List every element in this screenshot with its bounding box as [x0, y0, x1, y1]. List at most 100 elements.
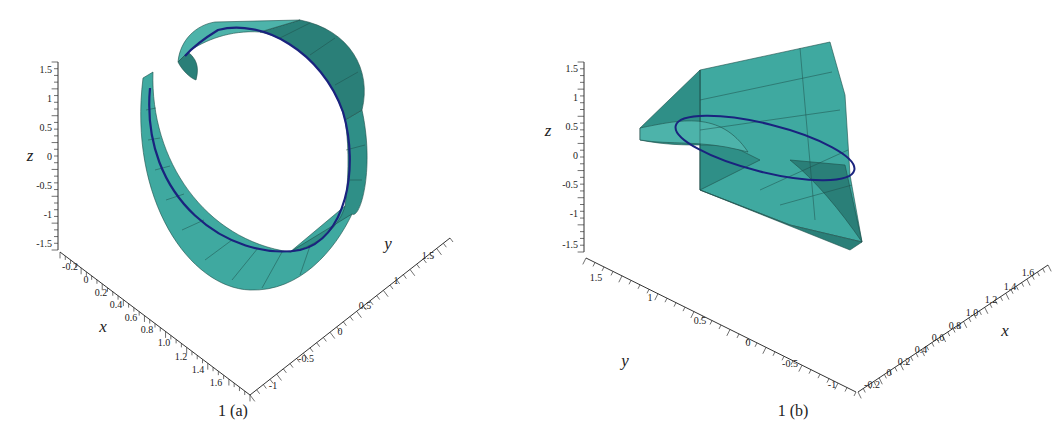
- tick-mark: [710, 321, 712, 325]
- tick-mark: [629, 280, 631, 284]
- tick-mark: [638, 285, 640, 289]
- tick-mark: [213, 367, 214, 371]
- tick-label: 1.0: [158, 338, 171, 348]
- tick-mark: [578, 197, 584, 198]
- tick-label: 1.4: [1004, 282, 1017, 292]
- tick-mark: [443, 243, 446, 247]
- tick-mark: [884, 374, 886, 378]
- tick-mark: [52, 223, 58, 224]
- tick-mark: [310, 348, 313, 352]
- tick-mark: [763, 347, 766, 353]
- tick-label: 1.6: [1022, 268, 1035, 278]
- tick-mark: [858, 392, 861, 398]
- tick-mark: [578, 224, 584, 225]
- tick-mark: [350, 317, 353, 321]
- tick-mark: [410, 269, 415, 275]
- tick-mark: [317, 343, 320, 347]
- tick-label: 0.5: [694, 316, 707, 326]
- tick-mark: [1001, 297, 1003, 301]
- tick-mark: [357, 311, 362, 317]
- axis-label: x: [1001, 322, 1009, 339]
- tick-label: 0.5: [359, 301, 372, 311]
- tick-label: 0.4: [915, 345, 928, 355]
- tick-label: 1.5: [422, 251, 435, 261]
- tick-mark: [580, 211, 584, 212]
- tick-mark: [580, 75, 584, 76]
- tick-mark: [580, 68, 584, 69]
- caption: 1 (a): [218, 403, 248, 419]
- tick-label: 0: [47, 152, 52, 162]
- tick-mark: [773, 352, 775, 356]
- tick-label: 0.8: [949, 321, 962, 331]
- tick-mark: [1048, 265, 1051, 271]
- tick-mark: [54, 102, 58, 103]
- tick-label: 1: [648, 293, 653, 303]
- tick-mark: [54, 82, 58, 83]
- tick-mark: [895, 367, 897, 371]
- tick-mark: [123, 300, 124, 306]
- tick-label: 0: [887, 368, 892, 378]
- tick-label: 0.2: [898, 357, 911, 367]
- axis-label: y: [384, 235, 392, 252]
- tick-mark: [390, 285, 393, 289]
- tick-mark: [580, 177, 584, 178]
- tick-mark: [149, 320, 150, 324]
- tick-mark: [683, 307, 685, 311]
- tick-mark: [1006, 293, 1009, 299]
- tick-mark: [52, 250, 58, 251]
- tick-mark: [54, 156, 58, 157]
- tick-mark: [417, 264, 420, 268]
- tick-mark: [755, 343, 757, 347]
- tick-mark: [176, 339, 177, 343]
- tick-mark: [54, 176, 58, 177]
- tick-mark: [228, 379, 229, 385]
- tick-mark: [799, 365, 802, 371]
- tick-mark: [1016, 286, 1018, 290]
- tick-mark: [54, 216, 58, 217]
- tick-mark: [52, 62, 58, 63]
- tick-mark: [54, 236, 58, 237]
- axis-label: z: [545, 122, 552, 139]
- tick-label: 0.4: [110, 300, 123, 310]
- tick-mark: [218, 371, 219, 375]
- tick-mark: [165, 331, 166, 337]
- tick-label: 0.2: [95, 288, 108, 298]
- tick-mark: [1027, 279, 1030, 285]
- tick-mark: [580, 157, 584, 158]
- tick-label: 0.5: [40, 123, 53, 133]
- tick-mark: [377, 296, 380, 300]
- tick-mark: [964, 321, 967, 327]
- axes: [52, 62, 1052, 401]
- tick-mark: [583, 258, 586, 264]
- tick-label: 1: [394, 276, 399, 286]
- tick-mark: [580, 109, 584, 110]
- tick-label: -1: [44, 210, 52, 220]
- tick-mark: [128, 304, 129, 308]
- tick-mark: [578, 143, 584, 144]
- tick-mark: [323, 337, 326, 341]
- tick-mark: [155, 324, 156, 328]
- tick-mark: [948, 332, 950, 336]
- tick-mark: [160, 327, 161, 331]
- tick-mark: [54, 95, 58, 96]
- tick-mark: [578, 62, 584, 63]
- tick-mark: [244, 391, 245, 395]
- tick-mark: [578, 170, 584, 171]
- tick-mark: [845, 388, 847, 392]
- tick-mark: [1022, 283, 1024, 287]
- tick-mark: [290, 364, 293, 368]
- tick-mark: [54, 203, 58, 204]
- tick-mark: [580, 82, 584, 83]
- tick-mark: [580, 218, 584, 219]
- tick-mark: [54, 162, 58, 163]
- tick-mark: [343, 322, 346, 326]
- tick-mark: [223, 375, 224, 379]
- tick-mark: [52, 169, 58, 170]
- tick-label: 0: [84, 275, 89, 285]
- tick-mark: [580, 163, 584, 164]
- tick-mark: [611, 271, 613, 275]
- tick-mark: [580, 95, 584, 96]
- tick-mark: [54, 68, 58, 69]
- tick-label: -0.2: [62, 262, 78, 272]
- tick-mark: [911, 357, 913, 361]
